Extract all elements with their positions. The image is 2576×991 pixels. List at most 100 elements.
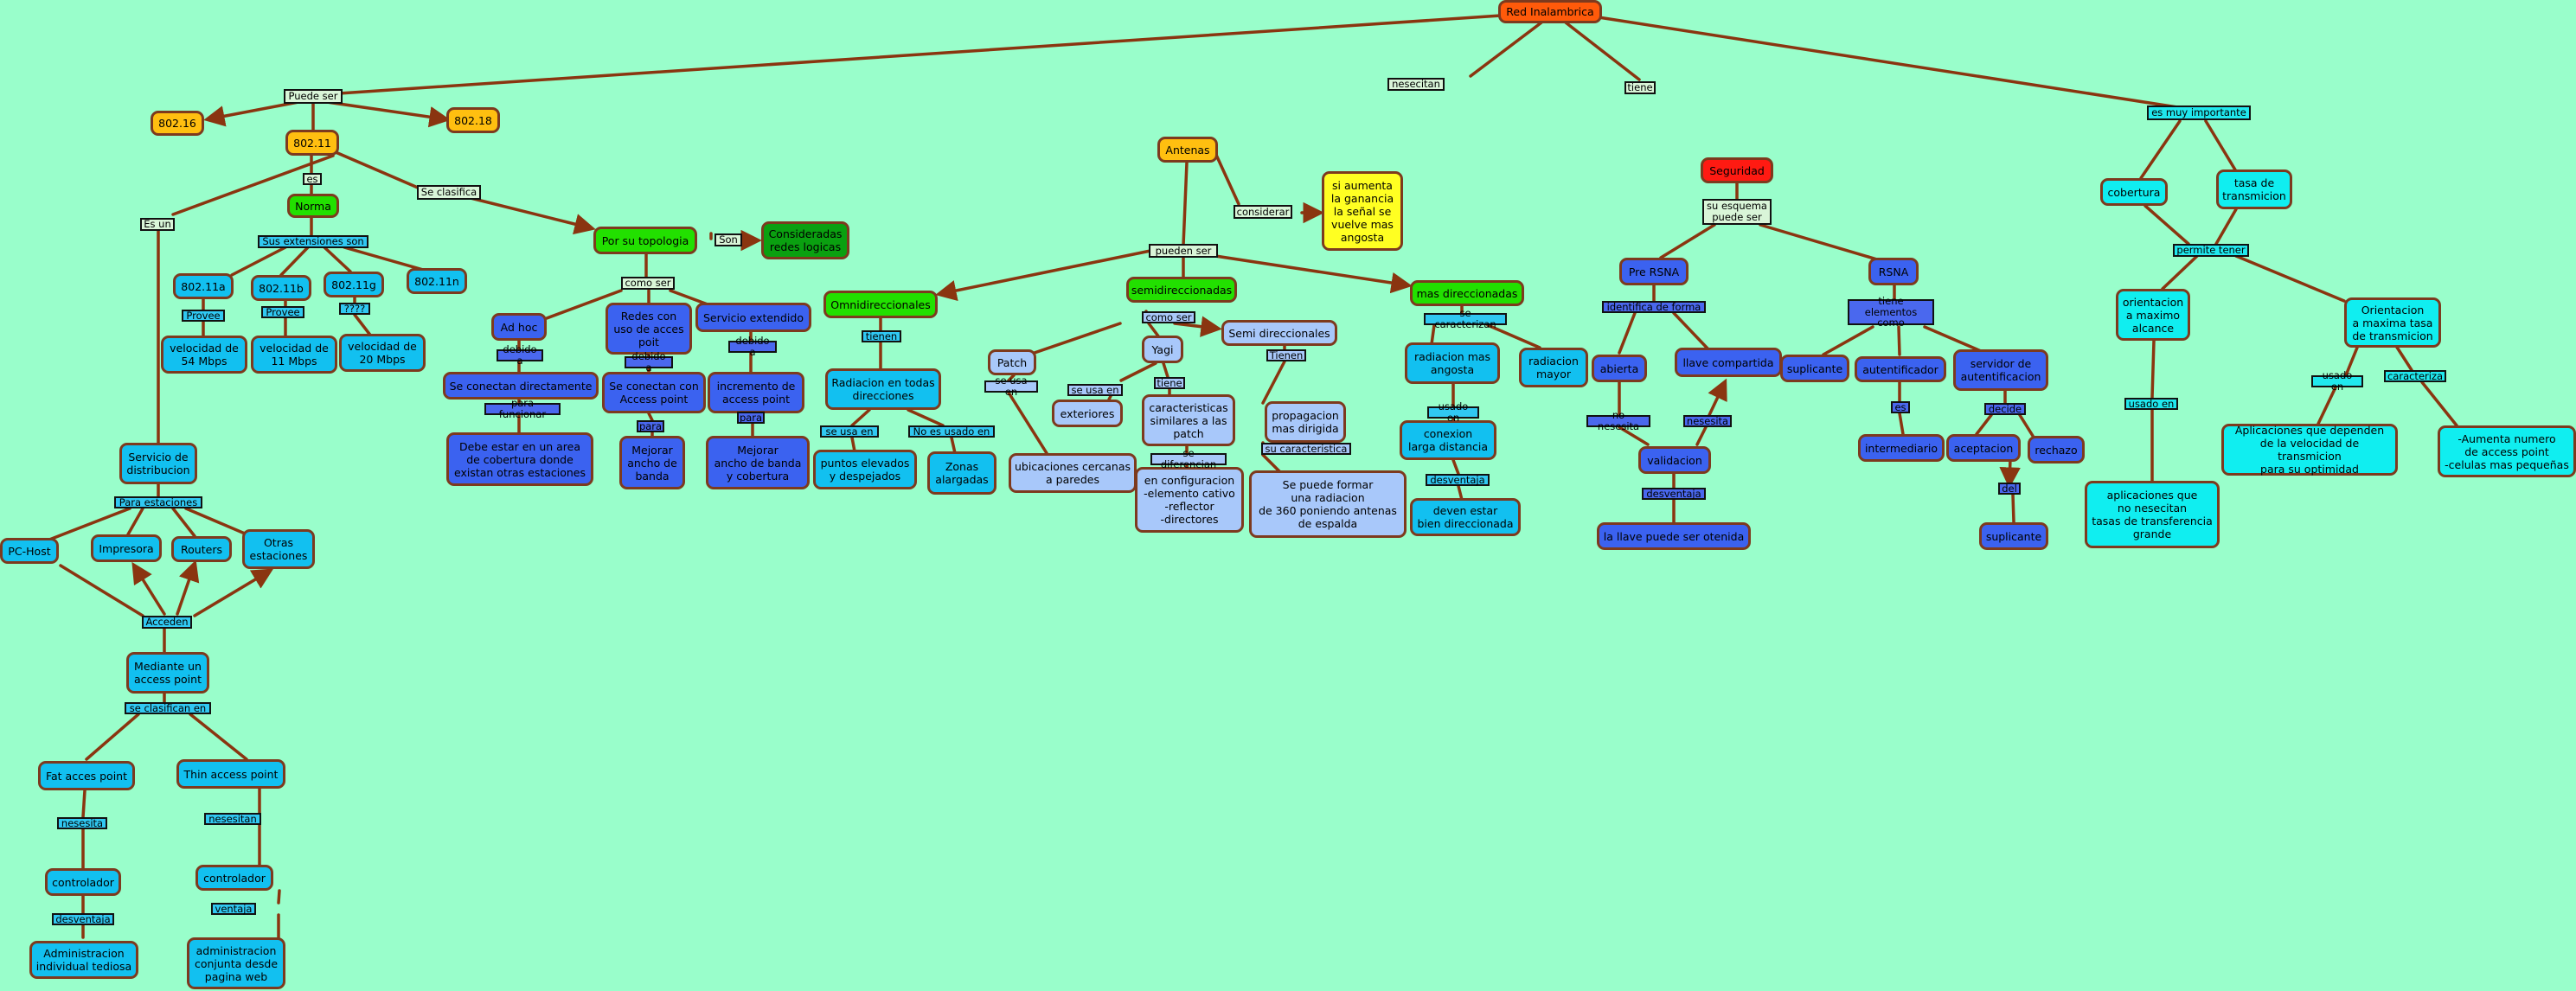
node-orientacion-tasa[interactable]: Orientacion a maxima tasa de transmicion: [2344, 297, 2441, 348]
link-tiene-top: tiene: [1624, 81, 1656, 94]
node-area-cobertura[interactable]: Debe estar en un area de cobertura donde…: [446, 432, 593, 486]
link-debido-a-servicio: debido a: [728, 336, 777, 357]
node-zonas-alargadas[interactable]: Zonas alargadas: [927, 451, 996, 495]
node-conexion-larga[interactable]: conexion larga distancia: [1400, 420, 1496, 460]
link-para-b: para: [737, 412, 765, 424]
node-radiacion-angosta[interactable]: radiacion mas angosta: [1405, 342, 1500, 384]
node-exteriores[interactable]: exteriores: [1052, 400, 1123, 427]
node-antenas[interactable]: Antenas: [1157, 137, 1218, 163]
node-servicio-distribucion[interactable]: Servicio de distribucion: [119, 443, 197, 484]
node-otras-estaciones[interactable]: Otras estaciones: [242, 529, 315, 569]
node-suplicante-2[interactable]: suplicante: [1979, 522, 2048, 550]
node-orientacion-alcance[interactable]: orientacion a maximo alcance: [2116, 289, 2190, 341]
node-redes-uso-access-point[interactable]: Redes con uso de acces poit: [606, 303, 692, 355]
node-patch[interactable]: Patch: [988, 349, 1036, 375]
node-administracion-individual[interactable]: Administracion individual tediosa: [29, 941, 138, 979]
link-caracteriza: caracteriza: [2384, 370, 2446, 382]
node-aplicaciones-velocidad[interactable]: Aplicaciones que dependen de la velocida…: [2221, 424, 2398, 476]
node-velocidad-54[interactable]: velocidad de 54 Mbps: [161, 336, 247, 374]
node-802-18[interactable]: 802.18: [446, 107, 500, 133]
node-administracion-conjunta[interactable]: administracion conjunta desde pagina web: [187, 937, 285, 989]
node-pc-host[interactable]: PC-Host: [0, 538, 59, 564]
node-autentificador[interactable]: autentificador: [1855, 356, 1946, 382]
node-llave-obtenida[interactable]: la llave puede ser otenida: [1597, 522, 1751, 550]
node-velocidad-20[interactable]: velocidad de 20 Mbps: [339, 334, 426, 372]
node-ganancia[interactable]: si aumenta la ganancia la señal se vuelv…: [1322, 171, 1403, 251]
link-se-clasifica: Se clasifica: [417, 185, 481, 200]
node-ad-hoc[interactable]: Ad hoc: [491, 313, 547, 341]
node-yagi[interactable]: Yagi: [1142, 336, 1183, 363]
node-redes-logicas[interactable]: Consideradas redes logicas: [761, 221, 849, 259]
node-802-11a[interactable]: 802.11a: [173, 273, 234, 299]
node-semi-direccionales[interactable]: Semi direccionales: [1221, 320, 1337, 346]
node-llave-compartida[interactable]: llave compartida: [1675, 348, 1782, 377]
node-impresora[interactable]: Impresora: [91, 534, 162, 562]
link-nesesita-llave: nesesita: [1683, 415, 1732, 427]
node-thin-access-point[interactable]: Thin access point: [176, 759, 285, 789]
node-red-inalambrica[interactable]: Red Inalambrica: [1498, 0, 1602, 23]
node-802-11g[interactable]: 802.11g: [324, 272, 384, 297]
node-aplicaciones-sin-tasas[interactable]: aplicaciones que no nesecitan tasas de t…: [2085, 481, 2220, 548]
node-servicio-extendido[interactable]: Servicio extendido: [695, 303, 811, 332]
node-caracteristicas-patch[interactable]: caracteristicas similares a las patch: [1142, 394, 1235, 446]
node-seguridad[interactable]: Seguridad: [1701, 157, 1773, 183]
node-conectan-directamente[interactable]: Se conectan directamente: [443, 372, 599, 400]
node-bien-direccionada[interactable]: deven estar bien direccionada: [1410, 498, 1521, 536]
node-controlador-fat[interactable]: controlador: [45, 868, 121, 896]
node-mejorar-ancho-cobertura[interactable]: Mejorar ancho de banda y cobertura: [706, 436, 810, 489]
link-nesecitan: nesecitan: [1387, 78, 1445, 91]
node-fat-access-point[interactable]: Fat acces point: [38, 761, 135, 790]
node-mejorar-ancho-banda[interactable]: Mejorar ancho de banda: [619, 436, 685, 489]
node-intermediario[interactable]: intermediario: [1858, 434, 1945, 462]
node-velocidad-11[interactable]: velocidad de 11 Mbps: [251, 336, 337, 374]
node-aceptacion[interactable]: aceptacion: [1946, 434, 2021, 462]
node-routers[interactable]: Routers: [171, 536, 232, 562]
node-servidor-autentificacion[interactable]: servidor de autentificacion: [1953, 349, 2048, 391]
node-mediante-access-point[interactable]: Mediante un access point: [126, 652, 209, 694]
node-omnidireccionales[interactable]: Omnidireccionales: [823, 291, 938, 318]
node-aumenta-access-point[interactable]: -Aumenta numero de access point -celulas…: [2438, 425, 2576, 477]
node-radiacion-mayor[interactable]: radiacion mayor: [1519, 348, 1588, 387]
node-configuracion-yagi[interactable]: en configuracion -elemento cativo -refle…: [1135, 467, 1244, 533]
link-tiene-elementos: tiene elementos como: [1848, 296, 1934, 329]
node-propagacion-dirigida[interactable]: propagacion mas dirigida: [1265, 401, 1346, 443]
node-802-16[interactable]: 802.16: [151, 111, 204, 136]
link-considerar: considerar: [1234, 205, 1292, 219]
link-para-funcionar: para funcionar: [484, 398, 561, 419]
node-conectan-access-point[interactable]: Se conectan con Access point: [602, 372, 706, 413]
link-debido-a-adhoc: debido a: [497, 344, 543, 366]
node-802-11b[interactable]: 802.11b: [251, 275, 311, 301]
node-tasa-transmicion[interactable]: tasa de transmicion: [2216, 169, 2292, 209]
link-ventaja: ventaja: [211, 903, 256, 915]
node-formar-radiacion-360[interactable]: Se puede formar una radiacion de 360 pon…: [1249, 470, 1407, 538]
node-mas-direccionadas[interactable]: mas direccionadas: [1410, 280, 1524, 306]
node-norma[interactable]: Norma: [287, 194, 339, 218]
node-por-su-topologia[interactable]: Por su topologia: [593, 227, 697, 254]
link-desventaja-validacion: desventaja: [1642, 488, 1706, 500]
node-pre-rsna[interactable]: Pre RSNA: [1619, 258, 1688, 285]
node-controlador-thin[interactable]: controlador: [195, 865, 273, 891]
link-nesesita: nesesita: [57, 817, 107, 829]
node-802-11[interactable]: 802.11: [285, 130, 339, 156]
node-802-11n[interactable]: 802.11n: [407, 268, 467, 294]
node-semidireccionadas[interactable]: semidireccionadas: [1126, 277, 1237, 303]
node-rechazo[interactable]: rechazo: [2028, 436, 2085, 464]
link-se-usa-en-patch: se usa en: [984, 375, 1038, 397]
node-rsna[interactable]: RSNA: [1868, 258, 1919, 285]
node-radiacion-todas[interactable]: Radiacion en todas direcciones: [825, 368, 941, 410]
link-tienen: tienen: [862, 330, 901, 342]
node-suplicante-1[interactable]: suplicante: [1780, 355, 1849, 382]
link-usado-en-tasa: usado en: [2311, 370, 2363, 392]
node-incremento-access-point[interactable]: incremento de access point: [708, 372, 804, 413]
link-nesesitan: nesesitan: [204, 813, 261, 825]
link-del: del: [1998, 483, 2021, 495]
node-ubicaciones-cercanas[interactable]: ubicaciones cercanas a paredes: [1009, 453, 1137, 493]
link-se-usa-en-yagi: se usa en: [1067, 384, 1123, 396]
node-puntos-elevados[interactable]: puntos elevados y despejados: [813, 450, 917, 489]
node-abierta[interactable]: abierta: [1592, 355, 1647, 382]
link-tiene: tiene: [1154, 377, 1185, 389]
node-validacion[interactable]: validacion: [1638, 446, 1711, 474]
node-cobertura[interactable]: cobertura: [2100, 178, 2168, 206]
link-decide: decide: [1984, 403, 2026, 415]
